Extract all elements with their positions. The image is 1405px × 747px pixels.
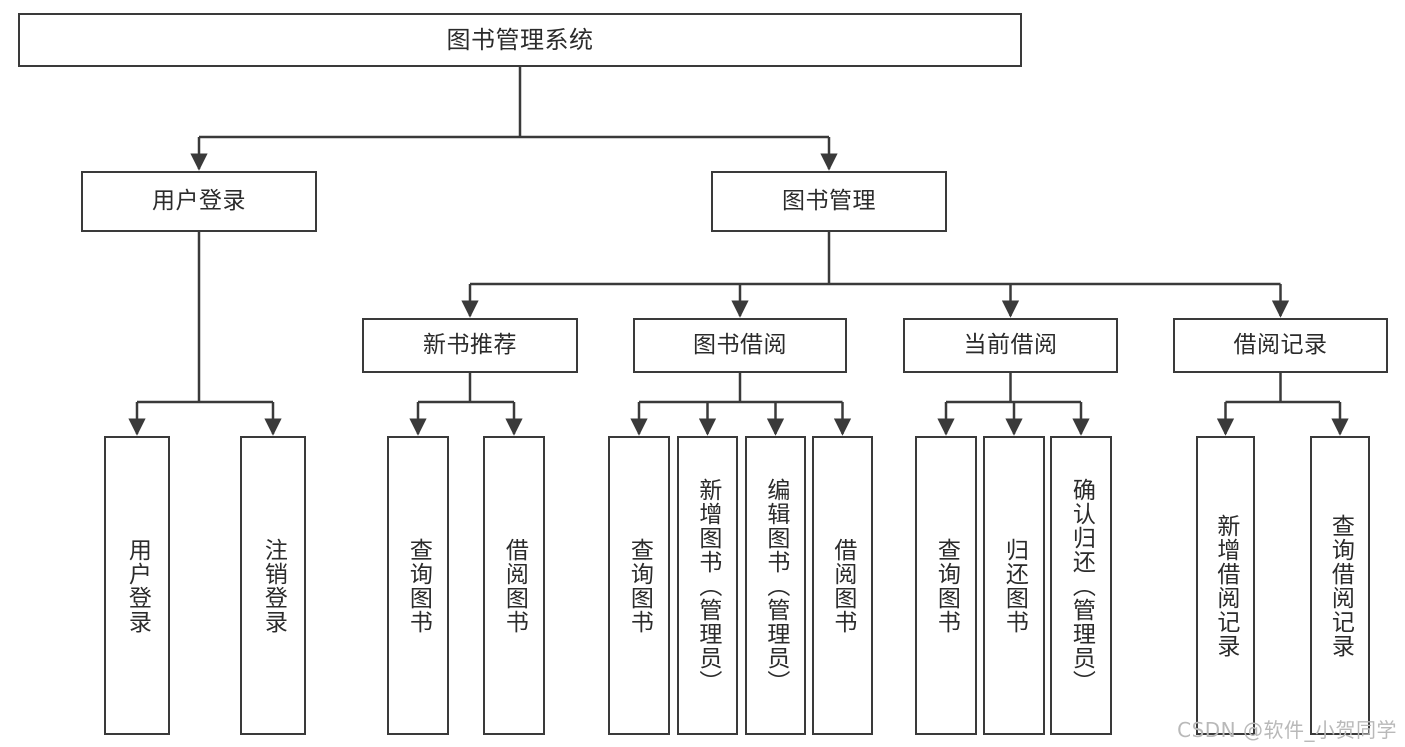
node-label: 当前借阅 (963, 331, 1058, 358)
node-leaf-login-1[interactable]: 用户登录 (104, 436, 170, 735)
watermark-text: CSDN @软件_小贺同学 (1177, 718, 1397, 742)
node-label: 新书推荐 (423, 331, 517, 358)
node-records[interactable]: 借阅记录 (1173, 318, 1388, 373)
node-leaf-login-2[interactable]: 注销登录 (240, 436, 306, 735)
node-leaf-borrow-1[interactable]: 查询图书 (608, 436, 670, 735)
node-label: 查询图书 (405, 537, 432, 634)
node-leaf-borrow-4[interactable]: 借阅图书 (812, 436, 873, 735)
node-leaf-cur-2[interactable]: 归还图书 (983, 436, 1045, 735)
node-label: 用户登录 (152, 187, 246, 214)
node-leaf-cur-1[interactable]: 查询图书 (915, 436, 977, 735)
node-bookmgmt[interactable]: 图书管理 (711, 171, 947, 232)
node-leaf-borrow-3[interactable]: 编辑图书（管理员） (745, 436, 806, 735)
node-login[interactable]: 用户登录 (81, 171, 317, 232)
node-leaf-borrow-2[interactable]: 新增图书（管理员） (677, 436, 738, 735)
node-newbook[interactable]: 新书推荐 (362, 318, 578, 373)
node-label: 注销登录 (260, 537, 287, 634)
node-label: 借阅图书 (501, 537, 528, 634)
node-label: 新增借阅记录 (1212, 513, 1239, 658)
node-root[interactable]: 图书管理系统 (18, 13, 1022, 67)
node-label: 查询借阅记录 (1327, 513, 1354, 658)
node-leaf-new-2[interactable]: 借阅图书 (483, 436, 545, 735)
node-leaf-cur-3[interactable]: 确认归还（管理员） (1050, 436, 1112, 735)
node-label: 归还图书 (1001, 537, 1028, 634)
node-label: 查询图书 (933, 537, 960, 634)
node-borrow[interactable]: 图书借阅 (633, 318, 847, 373)
node-label: 新增图书（管理员） (694, 477, 721, 694)
node-label: 借阅图书 (829, 537, 856, 634)
node-label: 借阅记录 (1233, 331, 1328, 358)
node-label: 图书管理 (782, 187, 876, 214)
node-leaf-rec-1[interactable]: 新增借阅记录 (1196, 436, 1255, 735)
node-label: 图书管理系统 (446, 25, 594, 54)
node-label: 编辑图书（管理员） (762, 477, 789, 694)
node-leaf-new-1[interactable]: 查询图书 (387, 436, 449, 735)
node-label: 图书借阅 (693, 331, 787, 358)
node-label: 查询图书 (626, 537, 653, 634)
node-label: 确认归还（管理员） (1068, 477, 1095, 694)
node-current[interactable]: 当前借阅 (903, 318, 1118, 373)
node-leaf-rec-2[interactable]: 查询借阅记录 (1310, 436, 1370, 735)
node-label: 用户登录 (124, 537, 151, 634)
